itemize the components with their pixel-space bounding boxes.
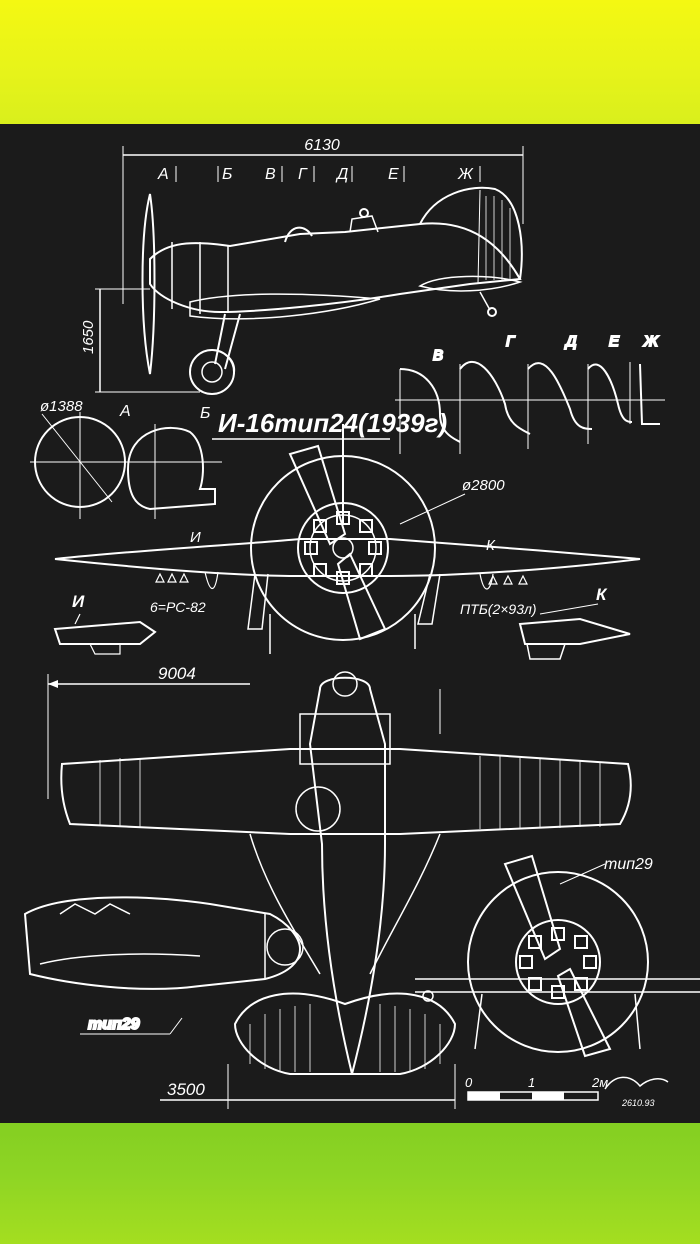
- callout-v: В: [433, 347, 443, 364]
- blueprint-svg: 6130 А Б В Г Д Е Ж: [23, 137, 700, 1109]
- callout-g: Г: [506, 333, 516, 350]
- section-letter-zh: Ж: [457, 166, 474, 183]
- prop-diameter-label: ø2800: [462, 477, 505, 494]
- section-letter-v: В: [265, 166, 276, 183]
- wingspan-dimension: 9004: [47, 664, 441, 799]
- author-signature: 2610.93: [604, 1076, 669, 1108]
- side-view: [141, 186, 523, 395]
- tanks-label: ПТБ(2×93л): [460, 601, 537, 617]
- variant-label-right: тип29: [604, 856, 653, 873]
- callout-b: Б: [200, 405, 210, 422]
- plan-view: [60, 671, 632, 1075]
- type29-side-view: тип29: [23, 896, 304, 1035]
- callout-e: Е: [609, 333, 620, 350]
- wingspan-label: 9004: [158, 664, 196, 683]
- type29-front-view: тип29: [415, 854, 700, 1058]
- scale-tick-0: 0: [465, 1075, 473, 1090]
- length-label: 6130: [304, 137, 340, 154]
- blueprint-drawing: 6130 А Б В Г Д Е Ж: [0, 124, 700, 1123]
- tailspan-label: 3500: [167, 1080, 205, 1099]
- variant-label-left: тип29: [88, 1016, 140, 1033]
- scale-tick-2: 2м: [591, 1075, 608, 1090]
- section-a-b: ø1388 А Б: [30, 398, 222, 519]
- top-color-band: [0, 0, 700, 124]
- scale-bar: 0 1 2м: [465, 1075, 608, 1101]
- detail-label-k: К: [596, 585, 608, 604]
- section-letter-d: Д: [335, 166, 348, 183]
- front-view: ø2800 И К: [54, 424, 641, 654]
- wing-mark-i: И: [190, 529, 201, 546]
- cross-sections: В Г Д Е Ж: [395, 332, 665, 454]
- blueprint-title: И-16тип24(1939г): [218, 408, 447, 438]
- length-dimension: 6130: [122, 137, 524, 304]
- height-dimension: 1650: [80, 288, 200, 393]
- callout-d: Д: [564, 333, 577, 350]
- scale-tick-1: 1: [528, 1075, 535, 1090]
- height-label: 1650: [80, 320, 97, 354]
- rockets-label: 6=PC-82: [150, 599, 206, 615]
- section-letters-row: А Б В Г Д Е Ж: [157, 166, 481, 183]
- section-diameter-label: ø1388: [40, 398, 83, 415]
- detail-views: И К: [53, 585, 631, 660]
- callout-a: А: [119, 403, 131, 420]
- section-letter-g: Г: [298, 166, 308, 183]
- callout-zh: Ж: [643, 333, 659, 350]
- signature-date: 2610.93: [621, 1098, 655, 1108]
- section-letter-b: Б: [222, 166, 232, 183]
- tailspan-dimension: 3500: [160, 1064, 456, 1109]
- bottom-color-band: [0, 1123, 700, 1244]
- section-letter-e: Е: [388, 166, 399, 183]
- section-letter-a: А: [157, 166, 169, 183]
- detail-label-i: И: [72, 592, 85, 611]
- wing-mark-k: К: [486, 537, 496, 554]
